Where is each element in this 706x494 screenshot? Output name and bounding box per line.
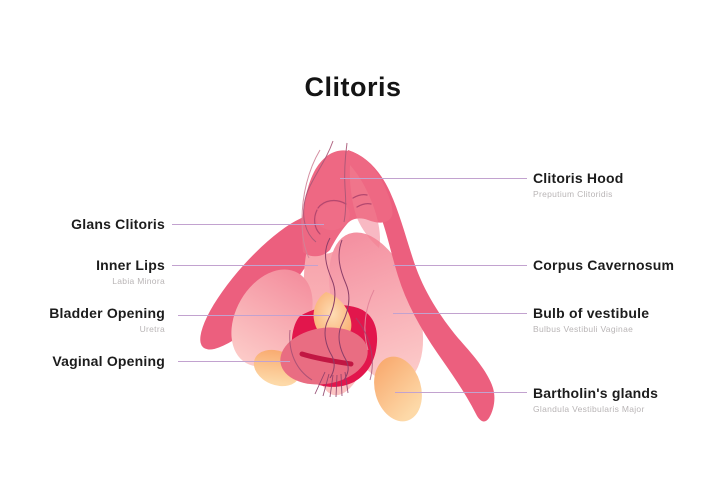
glans-outline-arcs xyxy=(314,199,347,235)
glans-dash-marks xyxy=(352,193,372,208)
urethra-line-2 xyxy=(338,239,350,381)
label-subtext: Bulbus Vestibuli Vaginae xyxy=(533,324,634,334)
bulb-outline-curve xyxy=(364,289,375,351)
label-subtext: Uretra xyxy=(139,324,165,334)
label-inner-lips: Inner Lips Labia Minora xyxy=(96,257,165,286)
urethra-fan-lines xyxy=(314,371,349,398)
connector-line-bulb xyxy=(393,313,527,314)
label-text: Bladder Opening xyxy=(49,305,165,321)
label-text: Bulb of vestibule xyxy=(533,305,650,321)
label-text: Vaginal Opening xyxy=(52,353,165,369)
connector-line-hood xyxy=(340,178,527,179)
vestibule-crossing-arcs xyxy=(289,317,373,381)
hood-outline-curve xyxy=(301,149,321,259)
connector-line-innerlips xyxy=(172,265,318,266)
connector-line-vaginal xyxy=(178,361,290,362)
connector-line-glans xyxy=(172,224,324,225)
connector-line-bartholin xyxy=(395,392,527,393)
connector-line-corpus xyxy=(393,265,527,266)
clitoris-hood-shape xyxy=(302,150,393,257)
label-bladder-opening: Bladder Opening Uretra xyxy=(49,305,165,334)
label-glans-clitoris: Glans Clitoris xyxy=(71,216,165,232)
label-bulb-of-vestibule: Bulb of vestibule Bulbus Vestibuli Vagin… xyxy=(533,305,649,334)
label-clitoris-hood: Clitoris Hood Preputium Clitoridis xyxy=(533,170,623,199)
label-text: Corpus Cavernosum xyxy=(533,257,675,273)
label-subtext: Glandula Vestibularis Major xyxy=(533,404,645,414)
label-subtext: Preputium Clitoridis xyxy=(533,189,613,199)
label-corpus-cavernosum: Corpus Cavernosum xyxy=(533,257,674,273)
label-text: Glans Clitoris xyxy=(71,216,165,232)
hood-highlight-shape xyxy=(349,165,380,248)
urethra-line xyxy=(324,237,336,379)
label-text: Clitoris Hood xyxy=(533,170,624,186)
page-title: Clitoris xyxy=(304,72,402,102)
glans-clitoris-shape xyxy=(316,201,350,231)
suspensory-line-right xyxy=(343,142,348,223)
label-bartholins-glands: Bartholin's glands Glandula Vestibularis… xyxy=(533,385,658,414)
bartholin-gland-right-shape xyxy=(374,356,422,422)
suspensory-line-left xyxy=(303,140,334,243)
vaginal-opening-shape xyxy=(280,327,368,385)
label-text: Bartholin's glands xyxy=(533,385,659,401)
label-vaginal-opening: Vaginal Opening xyxy=(52,353,165,369)
label-text: Inner Lips xyxy=(96,257,165,273)
label-subtext: Labia Minora xyxy=(112,276,165,286)
connector-line-bladder xyxy=(178,315,330,316)
